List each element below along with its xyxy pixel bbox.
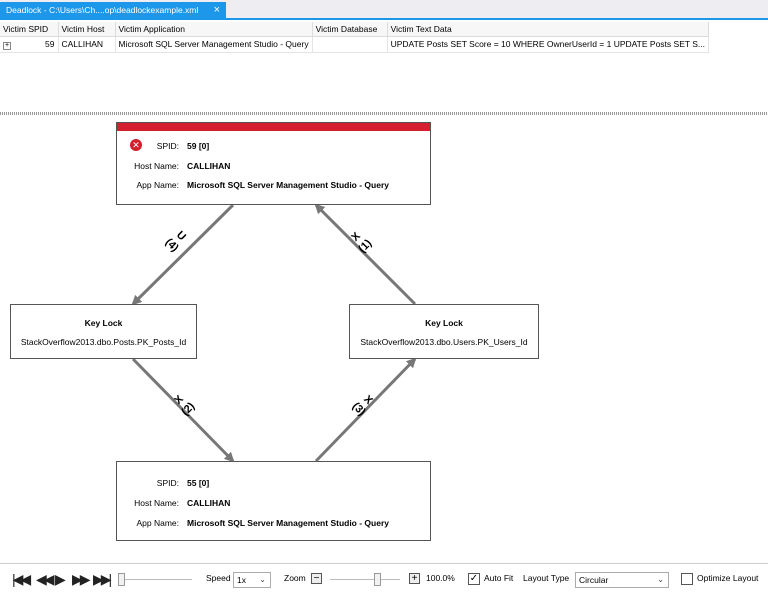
expand-row-icon[interactable]: + [3,41,11,50]
optimize-layout-label: Optimize Layout [697,573,759,583]
speed-select[interactable]: 1x ⌄ [233,572,271,588]
graph-edges: U(4)X(1)X(2)X(3) [131,203,417,463]
playback-slider-thumb[interactable] [118,573,125,586]
skip-to-end-icon[interactable]: ▶▶| [93,571,112,587]
spid-value: 55 [0] [187,478,210,488]
lock-edge [314,203,417,306]
spid-label: SPID: [156,141,179,151]
lock-title: Key Lock [84,318,123,328]
lock-edge [314,357,417,463]
app-label: App Name: [136,180,179,190]
lock-title: Key Lock [425,318,463,328]
app-label: App Name: [136,518,179,528]
lock-object: StackOverflow2013.dbo.Posts.PK_Posts_Id [20,337,187,347]
column-header-victim-database[interactable]: Victim Database [312,22,388,37]
zoom-label: Zoom [284,573,306,583]
host-value: CALLIHAN [187,161,231,171]
playback-toolbar: |◀◀ ◀◀ ▶ ▶▶ ▶▶| Speed 1x ⌄ Zoom − + 100.… [0,563,768,595]
host-label: Host Name: [134,498,179,508]
column-header-victim-text-data[interactable]: Victim Text Data [387,22,710,37]
table-header-row: Victim SPID Victim Host Victim Applicati… [0,22,710,37]
document-tab-strip: Deadlock - C:\Users\Ch....op\deadlockexa… [0,0,768,20]
app-value: Microsoft SQL Server Management Studio -… [187,180,389,190]
key-lock-node-users[interactable]: Key Lock StackOverflow2013.dbo.Users.PK_… [349,304,539,359]
playback-slider-track[interactable] [118,579,192,580]
document-tab-title: Deadlock - C:\Users\Ch....op\deadlockexa… [6,5,199,15]
cell-victim-spid: +59 [0,36,59,53]
cell-victim-text-data: UPDATE Posts SET Score = 10 WHERE OwnerU… [387,36,710,53]
app-value: Microsoft SQL Server Management Studio -… [187,518,389,528]
key-lock-node-posts[interactable]: Key Lock StackOverflow2013.dbo.Posts.PK_… [10,304,197,359]
victim-process-node[interactable]: ✕ SPID: 59 [0] Host Name: CALLIHAN App N… [116,122,431,205]
column-header-victim-host[interactable]: Victim Host [58,22,116,37]
close-tab-icon[interactable]: × [213,4,220,16]
layout-type-select[interactable]: Circular ⌄ [575,572,669,588]
column-header-victim-spid[interactable]: Victim SPID [0,22,59,37]
layout-type-value: Circular [579,575,609,585]
table-row[interactable]: +59 CALLIHAN Microsoft SQL Server Manage… [0,36,710,53]
zoom-value: 100.0% [426,573,455,583]
zoom-out-button[interactable]: − [311,573,322,584]
column-header-victim-application[interactable]: Victim Application [115,22,313,37]
zoom-in-button[interactable]: + [409,573,420,584]
zoom-slider-track[interactable] [330,579,400,580]
edge-label: X(2) [170,391,197,418]
step-back-icon[interactable]: ◀◀ [36,571,54,587]
victim-grid: Victim SPID Victim Host Victim Applicati… [0,22,768,112]
victim-table: Victim SPID Victim Host Victim Applicati… [0,22,710,53]
chevron-down-icon: ⌄ [657,575,664,584]
chevron-down-icon: ⌄ [259,575,266,584]
spid-label: SPID: [156,478,179,488]
document-tab[interactable]: Deadlock - C:\Users\Ch....op\deadlockexa… [0,2,226,20]
victim-x-icon: ✕ [130,139,142,151]
spid-value: 59 [0] [187,141,210,151]
cell-victim-database [312,36,388,53]
cell-victim-application: Microsoft SQL Server Management Studio -… [115,36,313,53]
lock-edge [131,357,235,463]
victim-indicator-bar [117,123,430,131]
auto-fit-label: Auto Fit [484,573,514,583]
cell-victim-host: CALLIHAN [58,36,116,53]
zoom-slider-thumb[interactable] [374,573,381,586]
play-icon[interactable]: ▶ [55,571,66,587]
lock-edge [131,203,235,306]
layout-type-label: Layout Type [523,573,570,583]
lock-object: StackOverflow2013.dbo.Users.PK_Users_Id [360,337,528,347]
edge-label: X(3) [350,391,377,418]
deadlock-graph-canvas[interactable]: U(4)X(1)X(2)X(3) ✕ SPID: 59 [0] Host Nam… [0,116,768,563]
host-value: CALLIHAN [187,498,231,508]
auto-fit-checkbox[interactable]: ✓ [468,573,480,585]
pane-splitter[interactable] [0,112,768,115]
victim-spid-value: 59 [45,38,55,49]
skip-to-start-icon[interactable]: |◀◀ [12,571,31,587]
host-label: Host Name: [134,161,179,171]
step-forward-icon[interactable]: ▶▶ [72,571,90,587]
process-node[interactable]: SPID: 55 [0] Host Name: CALLIHAN App Nam… [116,461,431,541]
optimize-layout-checkbox[interactable] [681,573,693,585]
speed-value: 1x [237,575,246,585]
speed-label: Speed [206,573,231,583]
